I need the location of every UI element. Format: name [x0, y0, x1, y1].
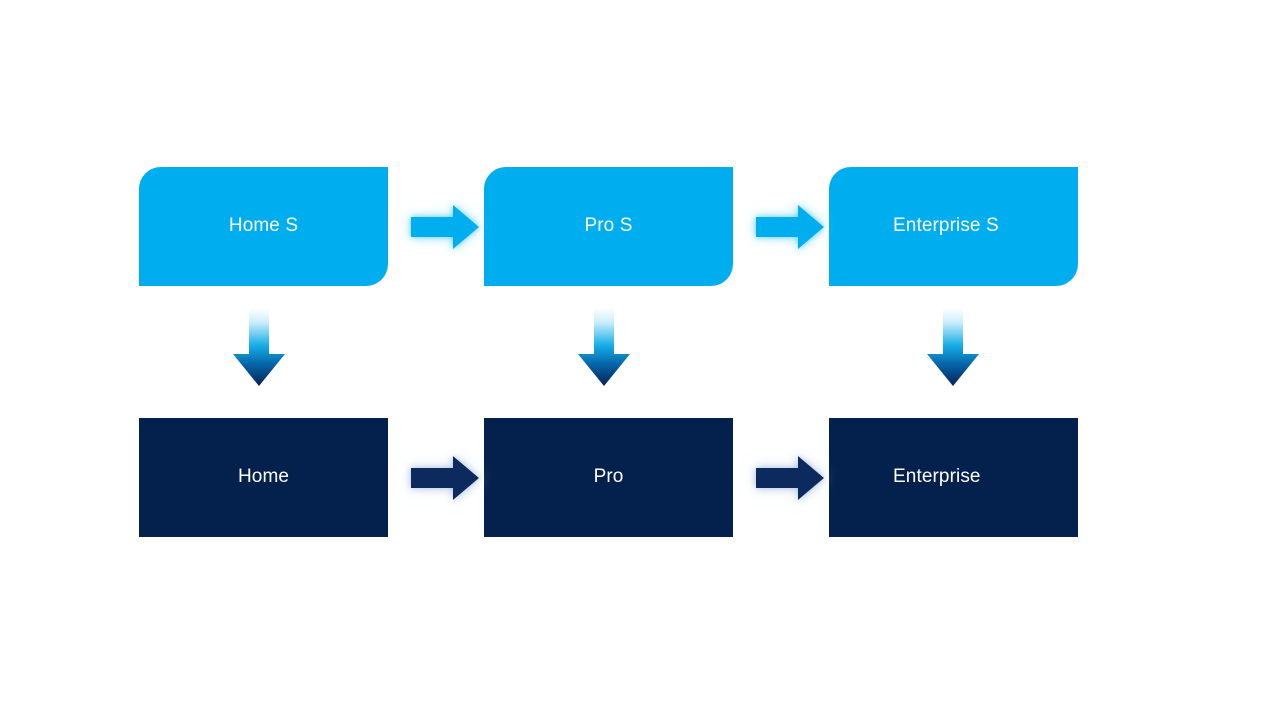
node-enterprise-s[interactable]: Enterprise S: [829, 167, 1078, 286]
node-enterprise[interactable]: Enterprise: [829, 418, 1078, 537]
down-arrow-icon: [578, 308, 630, 386]
right-arrow-icon: [411, 456, 479, 500]
right-arrow-icon: [411, 205, 479, 249]
node-home[interactable]: Home: [139, 418, 388, 537]
connector-home-to-pro: [409, 452, 481, 504]
connector-home-s-to-pro-s: [409, 201, 481, 253]
node-enterprise-label: Enterprise: [893, 466, 981, 488]
down-arrow-icon: [233, 308, 285, 386]
node-home-s[interactable]: Home S: [139, 167, 388, 286]
connector-home-s-to-home: [231, 308, 287, 388]
node-home-s-label: Home S: [228, 215, 299, 237]
node-pro-s[interactable]: Pro S: [484, 167, 733, 286]
right-arrow-icon: [756, 456, 824, 500]
down-arrow-icon: [927, 308, 979, 386]
node-pro[interactable]: Pro: [484, 418, 733, 537]
node-home-label: Home: [237, 466, 290, 488]
connector-pro-s-to-pro: [576, 308, 632, 388]
connector-pro-to-enterprise: [754, 452, 826, 504]
node-enterprise-s-label: Enterprise S: [893, 215, 999, 237]
connector-pro-s-to-enterprise-s: [754, 201, 826, 253]
connector-enterprise-s-to-enterprise: [925, 308, 981, 388]
node-pro-s-label: Pro S: [584, 215, 633, 237]
right-arrow-icon: [756, 205, 824, 249]
node-pro-label: Pro: [593, 466, 624, 488]
